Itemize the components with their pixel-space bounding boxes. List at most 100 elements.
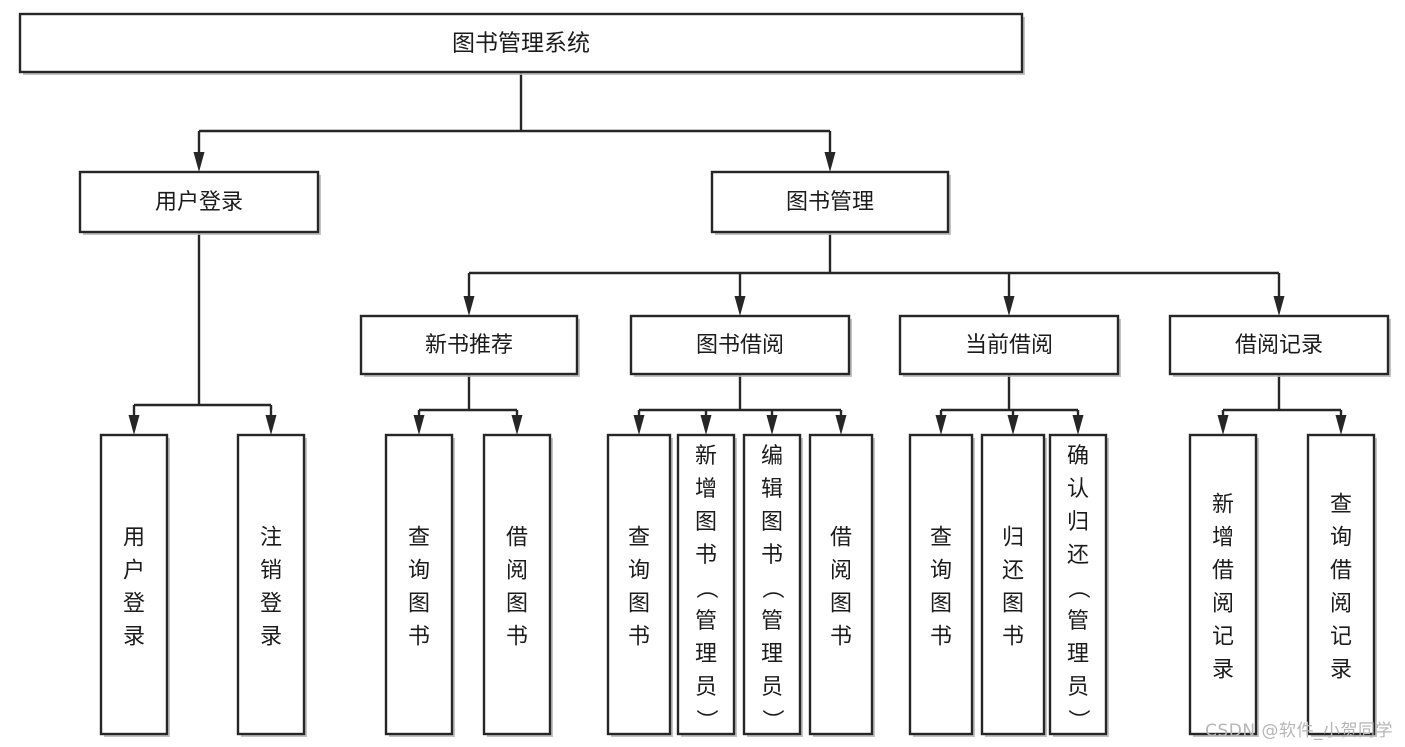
watermark-text: CSDN @软件_小贺同学 bbox=[1205, 721, 1393, 741]
node-label-book-manage: 图书管理 bbox=[786, 190, 874, 215]
svg-text:阅: 阅 bbox=[506, 559, 528, 584]
svg-text:借: 借 bbox=[830, 526, 852, 551]
svg-text:员: 员 bbox=[761, 675, 783, 700]
svg-text:书: 书 bbox=[628, 625, 650, 650]
node-leaf-return-book[interactable] bbox=[980, 433, 1046, 736]
svg-text:增: 增 bbox=[1212, 526, 1234, 551]
node-book-manage[interactable] bbox=[710, 170, 950, 234]
svg-text:借: 借 bbox=[1330, 559, 1352, 584]
node-layer: 图书管理系统用户登录图书管理新书推荐图书借阅当前借阅借阅记录用户登录注销登录查询… bbox=[18, 12, 1391, 737]
svg-text:增: 增 bbox=[695, 477, 717, 502]
node-leaf-query-record[interactable] bbox=[1306, 433, 1376, 736]
connector-layer bbox=[128, 72, 1347, 435]
node-leaf-add-record[interactable] bbox=[1188, 433, 1258, 736]
svg-text:员: 员 bbox=[1067, 675, 1089, 700]
svg-text:阅: 阅 bbox=[830, 559, 852, 584]
svg-text:书: 书 bbox=[506, 625, 528, 650]
svg-text:录: 录 bbox=[260, 625, 282, 650]
node-leaf-user-login[interactable] bbox=[99, 433, 169, 736]
svg-text:查: 查 bbox=[930, 526, 952, 551]
svg-text:编: 编 bbox=[761, 444, 783, 469]
node-label-current-borrow: 当前借阅 bbox=[965, 333, 1053, 358]
svg-text:新: 新 bbox=[1212, 493, 1234, 518]
svg-text:销: 销 bbox=[260, 559, 282, 584]
svg-text:管: 管 bbox=[695, 609, 717, 634]
svg-text:图: 图 bbox=[930, 592, 952, 617]
svg-text:记: 记 bbox=[1212, 625, 1234, 650]
svg-text:确: 确 bbox=[1067, 444, 1089, 469]
svg-text:图: 图 bbox=[761, 510, 783, 535]
svg-text:归: 归 bbox=[1067, 510, 1089, 535]
node-borrow-record[interactable] bbox=[1168, 314, 1390, 376]
svg-text:录: 录 bbox=[1212, 658, 1234, 683]
svg-text:认: 认 bbox=[1067, 477, 1089, 502]
svg-text:员: 员 bbox=[695, 675, 717, 700]
node-leaf-user-logout[interactable] bbox=[236, 433, 306, 736]
svg-text:书: 书 bbox=[408, 625, 430, 650]
svg-text:理: 理 bbox=[1067, 642, 1089, 667]
svg-text:（: （ bbox=[693, 577, 718, 599]
node-leaf-borrow-book-bor[interactable] bbox=[808, 433, 874, 736]
svg-text:书: 书 bbox=[761, 543, 783, 568]
svg-text:注: 注 bbox=[260, 526, 282, 551]
svg-text:还: 还 bbox=[1002, 559, 1024, 584]
svg-text:书: 书 bbox=[830, 625, 852, 650]
node-new-book-recommend[interactable] bbox=[359, 314, 579, 376]
svg-text:还: 还 bbox=[1067, 543, 1089, 568]
node-leaf-borrow-book-rec[interactable] bbox=[482, 433, 552, 736]
svg-text:图: 图 bbox=[506, 592, 528, 617]
svg-text:询: 询 bbox=[1330, 526, 1352, 551]
svg-text:阅: 阅 bbox=[1212, 592, 1234, 617]
node-label-leaf-user-login: 用户登录 bbox=[123, 526, 145, 650]
node-leaf-edit-book[interactable] bbox=[742, 433, 802, 736]
node-root[interactable] bbox=[18, 12, 1024, 74]
node-current-borrow[interactable] bbox=[898, 314, 1120, 376]
svg-text:（: （ bbox=[759, 577, 784, 599]
node-leaf-query-book-rec[interactable] bbox=[384, 433, 454, 736]
svg-text:图: 图 bbox=[695, 510, 717, 535]
node-user-login[interactable] bbox=[78, 170, 320, 234]
svg-text:录: 录 bbox=[123, 625, 145, 650]
svg-text:理: 理 bbox=[695, 642, 717, 667]
svg-text:记: 记 bbox=[1330, 625, 1352, 650]
node-label-new-book-recommend: 新书推荐 bbox=[425, 333, 513, 358]
node-leaf-query-book-bor[interactable] bbox=[606, 433, 672, 736]
svg-text:图: 图 bbox=[408, 592, 430, 617]
svg-text:）: ） bbox=[693, 709, 718, 731]
svg-text:图: 图 bbox=[830, 592, 852, 617]
svg-text:询: 询 bbox=[628, 559, 650, 584]
svg-text:（: （ bbox=[1065, 577, 1090, 599]
svg-text:阅: 阅 bbox=[1330, 592, 1352, 617]
svg-text:询: 询 bbox=[930, 559, 952, 584]
node-label-root: 图书管理系统 bbox=[452, 31, 590, 57]
svg-text:询: 询 bbox=[408, 559, 430, 584]
svg-text:用: 用 bbox=[123, 526, 145, 551]
svg-text:）: ） bbox=[1065, 709, 1090, 731]
svg-text:辑: 辑 bbox=[761, 477, 783, 502]
node-leaf-add-book[interactable] bbox=[676, 433, 736, 736]
svg-text:归: 归 bbox=[1002, 526, 1024, 551]
node-leaf-query-book-cur[interactable] bbox=[908, 433, 974, 736]
svg-text:新: 新 bbox=[695, 444, 717, 469]
node-book-borrow[interactable] bbox=[629, 314, 851, 376]
node-label-user-login: 用户登录 bbox=[155, 190, 243, 215]
svg-text:户: 户 bbox=[123, 559, 145, 584]
svg-text:图: 图 bbox=[628, 592, 650, 617]
node-label-borrow-record: 借阅记录 bbox=[1235, 333, 1323, 358]
svg-text:查: 查 bbox=[408, 526, 430, 551]
svg-text:）: ） bbox=[759, 709, 784, 731]
svg-text:理: 理 bbox=[761, 642, 783, 667]
node-leaf-confirm-return[interactable] bbox=[1048, 433, 1108, 736]
svg-text:管: 管 bbox=[1067, 609, 1089, 634]
